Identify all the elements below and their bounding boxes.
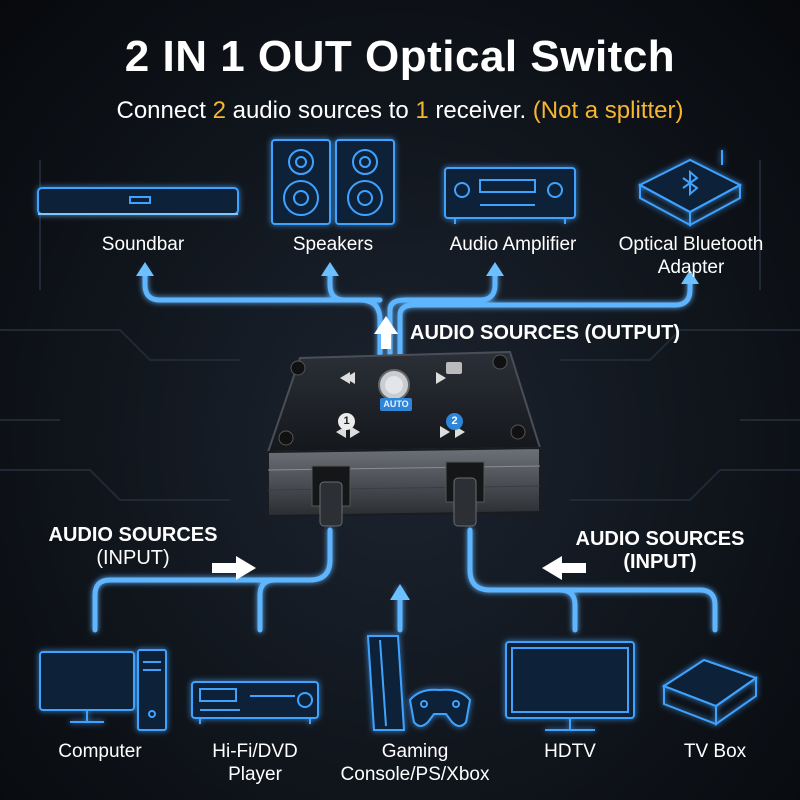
tv-box-icon bbox=[661, 658, 759, 726]
optical-switch-device bbox=[266, 350, 542, 518]
bluetooth-adapter-icon bbox=[637, 150, 743, 227]
subtitle-source-count: 2 bbox=[212, 97, 226, 124]
arrow-soundbar bbox=[136, 262, 154, 276]
subtitle-mid: audio sources to bbox=[225, 97, 416, 124]
subtitle-note: (Not a splitter) bbox=[532, 97, 684, 124]
computer-icon bbox=[39, 649, 167, 731]
output-label-amplifier: Audio Amplifier bbox=[449, 234, 577, 255]
input-section-label-left: AUDIO SOURCES (INPUT) bbox=[48, 524, 218, 569]
output-cables bbox=[142, 269, 693, 373]
port-2-indicator: 2 bbox=[446, 413, 463, 430]
input-label-tv-box: TV Box bbox=[683, 741, 747, 762]
input-label-dvd-player: Hi-Fi/DVD Player bbox=[212, 741, 298, 785]
output-direction-arrow bbox=[374, 316, 398, 349]
dvd-player-icon bbox=[191, 681, 319, 724]
arrow-amplifier bbox=[486, 262, 504, 276]
speakers-icon bbox=[271, 139, 395, 225]
subtitle-receiver-count: 1 bbox=[415, 97, 429, 124]
output-label-soundbar: Soundbar bbox=[101, 234, 185, 255]
input-arrow-center bbox=[390, 584, 410, 600]
input-label-computer: Computer bbox=[58, 741, 142, 762]
page-subtitle: Connect 2 audio sources to 1 receiver. (… bbox=[0, 97, 800, 125]
auto-indicator: AUTO bbox=[380, 398, 412, 411]
soundbar-icon bbox=[37, 187, 239, 215]
arrow-speakers bbox=[321, 262, 339, 276]
output-section-label: AUDIO SOURCES (OUTPUT) bbox=[410, 322, 680, 344]
game-console-icon bbox=[366, 635, 472, 731]
input-label-game-console: Gaming Console/PS/Xbox bbox=[340, 741, 490, 785]
page-title: 2 IN 1 OUT Optical Switch bbox=[124, 32, 676, 81]
arrow-adapter bbox=[681, 270, 699, 284]
circuit-traces bbox=[0, 160, 800, 501]
subtitle-before: Connect bbox=[116, 97, 213, 124]
input-direction-arrows bbox=[212, 556, 586, 580]
subtitle-after: receiver. bbox=[428, 97, 533, 124]
optical-input-plugs bbox=[319, 477, 477, 527]
output-label-speakers: Speakers bbox=[292, 234, 374, 255]
port-1-indicator: 1 bbox=[338, 413, 355, 430]
output-label-adapter: Optical Bluetooth Adapter bbox=[618, 234, 764, 278]
input-section-label-right: AUDIO SOURCES (INPUT) bbox=[575, 528, 745, 573]
input-label-hdtv: HDTV bbox=[544, 741, 596, 762]
amplifier-icon bbox=[444, 167, 576, 224]
hdtv-icon bbox=[505, 641, 635, 731]
output-arrowheads bbox=[136, 262, 699, 284]
